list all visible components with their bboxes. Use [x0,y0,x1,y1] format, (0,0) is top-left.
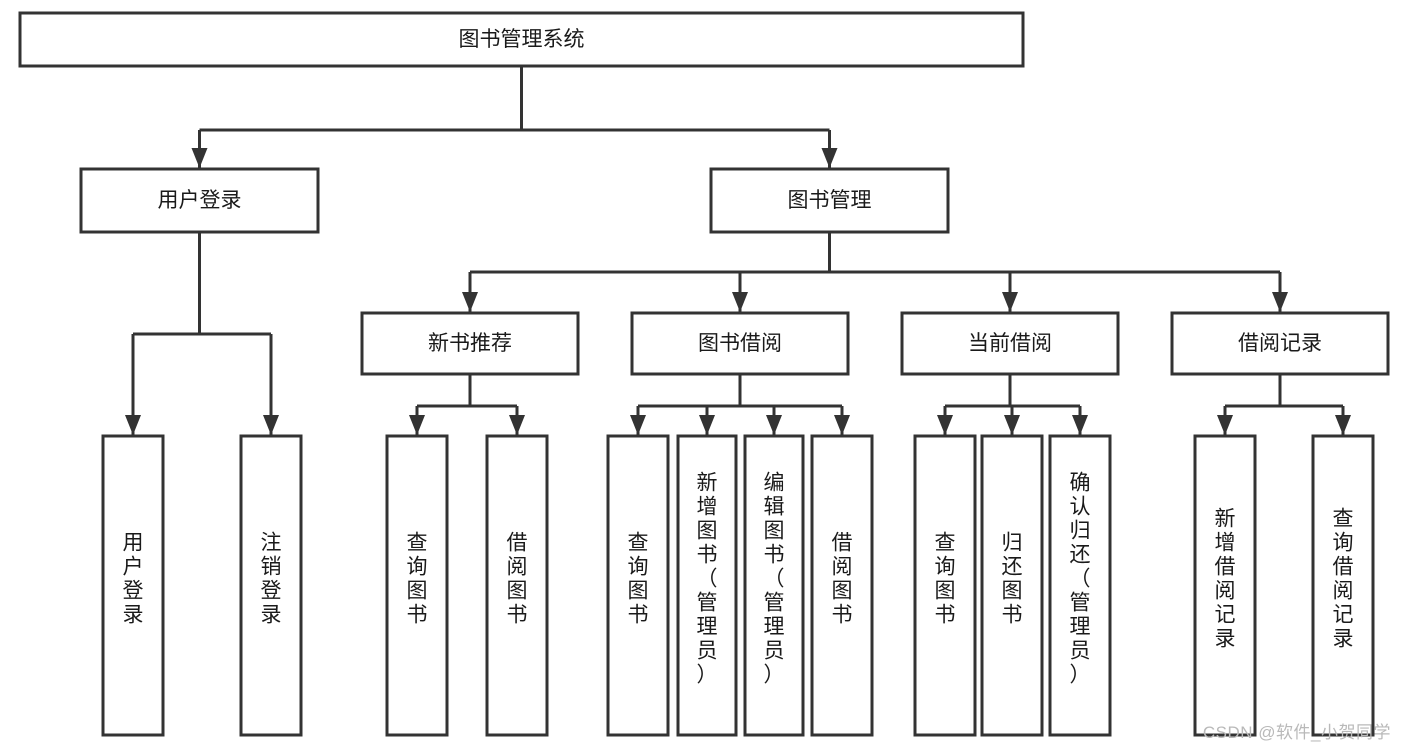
node-root-label: 图书管理系统 [459,28,585,51]
node-leaf-add-book[interactable] [676,434,738,737]
node-leaf-user-logout[interactable] [239,434,303,737]
node-leaf-user-logout-label: 注销登录 [261,532,282,627]
arrow-head-icon [699,415,715,435]
node-boxes: 图书管理系统用户登录图书管理新书推荐图书借阅当前借阅借阅记录用户登录注销登录查询… [18,11,1390,737]
node-leaf-query-book-borrow-label: 查询图书 [628,532,649,627]
node-leaf-user-login[interactable] [101,434,165,737]
node-borrow-record[interactable] [1170,311,1390,376]
node-leaf-confirm-return-label: 确认归还（管理员） [1070,472,1091,687]
node-leaf-borrow-book-recommend-label: 借阅图书 [507,532,528,627]
node-new-book-recommend[interactable] [360,311,580,376]
node-leaf-query-book-current-label: 查询图书 [935,532,956,627]
node-current-borrow-label: 当前借阅 [968,332,1052,355]
arrow-head-icon [1272,292,1288,312]
node-new-book-recommend-label: 新书推荐 [428,332,512,355]
node-leaf-return-book-label: 归还图书 [1002,532,1023,627]
arrow-head-icon [191,148,208,168]
node-book-management[interactable] [709,167,950,234]
node-leaf-user-login-label: 用户登录 [123,532,144,627]
arrow-head-icon [509,415,525,435]
node-leaf-confirm-return[interactable] [1048,434,1112,737]
arrow-head-icon [732,292,748,312]
arrow-head-icon [1072,415,1088,435]
arrow-head-icon [937,415,953,435]
arrow-head-icon [766,415,782,435]
node-leaf-query-book-borrow[interactable] [606,434,670,737]
node-leaf-edit-book-label: 编辑图书（管理员） [764,472,785,687]
arrow-head-icon [834,415,850,435]
node-user-login-label: 用户登录 [158,189,242,212]
node-current-borrow[interactable] [900,311,1120,376]
arrow-head-icon [630,415,646,435]
csdn-watermark: CSDN @软件_小贺同学 [1202,723,1391,742]
node-leaf-query-book-recommend-label: 查询图书 [407,532,428,627]
arrow-head-icon [1004,415,1020,435]
arrow-head-icon [821,148,838,168]
node-leaf-return-book[interactable] [980,434,1044,737]
arrow-head-icon [263,415,279,435]
node-leaf-query-borrow-record[interactable] [1311,434,1375,737]
arrow-head-icon [409,415,425,435]
node-leaf-query-book-current[interactable] [913,434,977,737]
node-book-management-label: 图书管理 [788,189,872,212]
node-leaf-borrow-book-recommend[interactable] [485,434,549,737]
node-leaf-query-borrow-record-label: 查询借阅记录 [1333,508,1354,651]
arrow-head-icon [1217,415,1233,435]
arrow-head-icon [462,292,478,312]
node-leaf-add-book-label: 新增图书（管理员） [697,472,718,687]
arrow-head-icon [1002,292,1018,312]
connector-lines [125,66,1351,435]
node-borrow-record-label: 借阅记录 [1238,332,1322,355]
node-leaf-add-borrow-record-label: 新增借阅记录 [1215,508,1236,651]
node-leaf-edit-book[interactable] [743,434,805,737]
node-root[interactable] [18,11,1025,68]
node-leaf-borrow-book[interactable] [810,434,874,737]
node-leaf-query-book-recommend[interactable] [385,434,449,737]
arrow-head-icon [125,415,141,435]
node-book-borrow-label: 图书借阅 [698,332,782,355]
node-leaf-borrow-book-label: 借阅图书 [832,532,853,627]
node-leaf-add-borrow-record[interactable] [1193,434,1257,737]
node-user-login[interactable] [79,167,320,234]
arrow-head-icon [1335,415,1351,435]
node-book-borrow[interactable] [630,311,850,376]
